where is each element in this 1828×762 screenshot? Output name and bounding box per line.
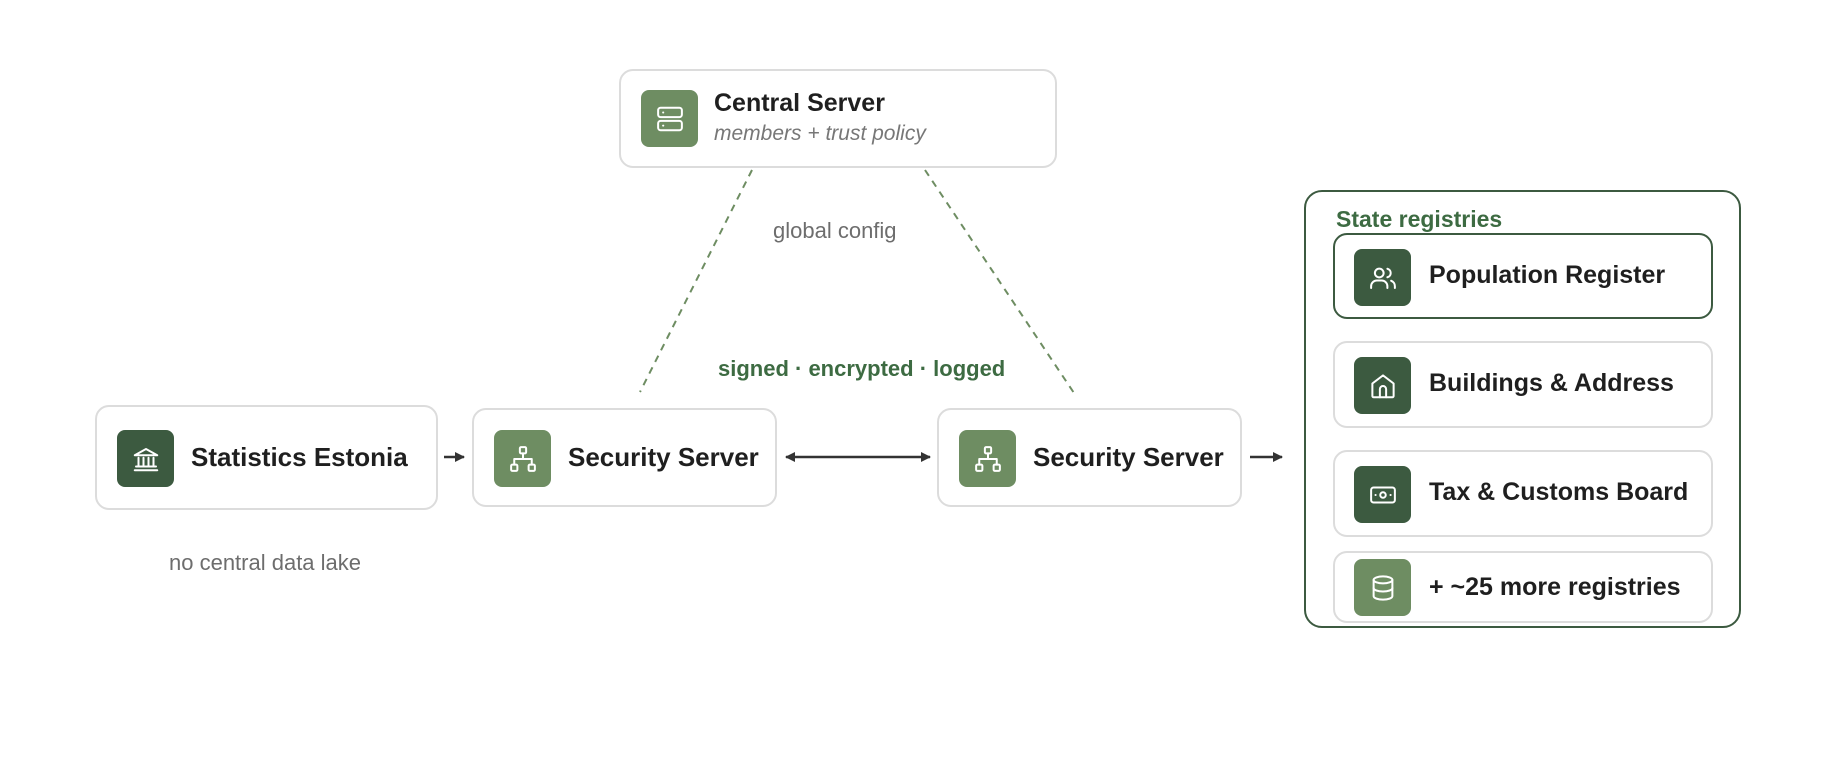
central-server-subtitle: members + trust policy <box>714 122 926 145</box>
registries-group <box>1304 190 1741 628</box>
central-server-title: Central Server <box>714 89 885 117</box>
channel-label: signed · encrypted · logged <box>718 356 1006 381</box>
registry-label: Population Register <box>1429 261 1666 289</box>
consumer-title: Statistics Estonia <box>191 442 408 472</box>
security-server-left: Security Server <box>472 408 777 507</box>
registries-title: State registries <box>1336 206 1503 232</box>
registry-item: Buildings & Address <box>1333 341 1713 428</box>
global-config-line-right <box>924 169 1077 397</box>
central-server-card: Central Server members + trust policy <box>619 69 1057 168</box>
network-icon <box>959 430 1016 487</box>
security-server-right-title: Security Server <box>1033 442 1224 472</box>
security-server-left-title: Security Server <box>568 442 759 472</box>
registry-item: + ~25 more registries <box>1333 551 1713 623</box>
home-icon <box>1354 357 1411 414</box>
consumer-note: no central data lake <box>169 550 362 575</box>
users-icon <box>1354 249 1411 306</box>
bank-icon <box>117 430 174 487</box>
database-icon <box>1354 559 1411 616</box>
network-icon <box>494 430 551 487</box>
consumer-card: Statistics Estonia <box>95 405 438 510</box>
server-icon <box>641 90 698 147</box>
security-server-right: Security Server <box>937 408 1242 507</box>
registry-label: + ~25 more registries <box>1429 573 1681 601</box>
registry-label: Buildings & Address <box>1429 369 1674 397</box>
banknote-icon <box>1354 466 1411 523</box>
registry-item: Tax & Customs Board <box>1333 450 1713 537</box>
global-config-label: global config <box>773 218 897 243</box>
registry-item: Population Register <box>1333 233 1713 319</box>
global-config-line-left <box>639 169 753 393</box>
registry-label: Tax & Customs Board <box>1429 478 1689 506</box>
